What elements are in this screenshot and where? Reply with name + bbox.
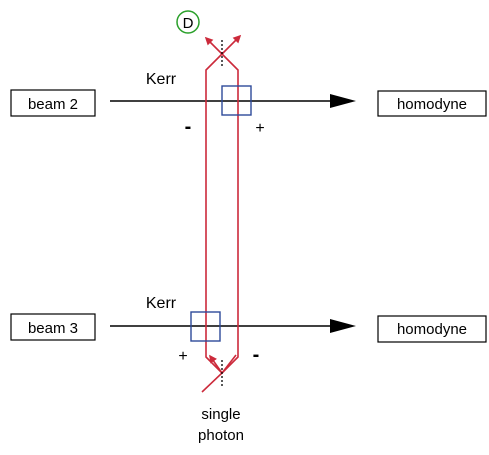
kerr-label-top: Kerr <box>146 71 177 88</box>
input-photon-arrow-right <box>221 354 237 374</box>
homodyne-bottom-box <box>377 315 487 343</box>
homodyne-top-box <box>377 90 487 117</box>
beam3-arrowhead <box>330 319 356 333</box>
kerr-box-bottom <box>190 311 221 342</box>
beam2-box <box>10 89 96 117</box>
sign-top-right: + <box>255 120 264 137</box>
sign-bottom-left: + <box>178 348 187 365</box>
input-photon-line <box>201 372 223 393</box>
kerr-box-top <box>221 85 252 116</box>
detector-label: D <box>183 15 194 32</box>
homodyne-top-label: homodyne <box>397 96 467 113</box>
beam3-label: beam 3 <box>28 320 78 337</box>
beam2-arrowhead <box>330 94 356 108</box>
beam2-label: beam 2 <box>28 96 78 113</box>
interferometer-paths <box>205 53 239 374</box>
output-arrow-right <box>221 34 242 55</box>
detector-circle <box>176 10 200 34</box>
sign-top-left: - <box>185 116 192 138</box>
homodyne-bottom-label: homodyne <box>397 321 467 338</box>
source-label-line2: photon <box>198 427 244 444</box>
beam3-box <box>10 313 96 341</box>
sign-bottom-right: - <box>253 344 260 366</box>
right-arm <box>221 53 239 374</box>
input-photon-arrow-left <box>209 354 223 374</box>
source-label-line1: single <box>201 406 240 423</box>
left-arm <box>205 53 223 374</box>
output-arrow-left <box>204 36 223 55</box>
kerr-label-bottom: Kerr <box>146 295 177 312</box>
